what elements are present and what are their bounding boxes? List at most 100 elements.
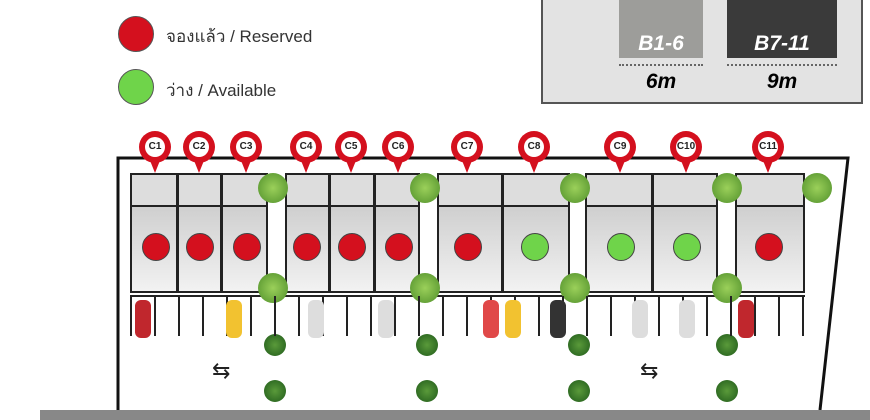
status-dot-reserved xyxy=(293,233,321,261)
shrub-icon xyxy=(716,334,738,356)
unit-pin-c6[interactable]: C6 xyxy=(382,131,414,175)
parking-stall-line xyxy=(250,296,252,336)
unit-c4[interactable] xyxy=(285,205,330,293)
unit-pin-c5[interactable]: C5 xyxy=(335,131,367,175)
parking-stall-line xyxy=(298,296,300,336)
tree-icon xyxy=(410,173,440,203)
pin-label: C10 xyxy=(676,137,696,157)
shrub-icon xyxy=(568,334,590,356)
tree-icon xyxy=(258,273,288,303)
status-dot-reserved xyxy=(454,233,482,261)
tree-icon xyxy=(802,173,832,203)
tree-icon xyxy=(712,273,742,303)
car-icon xyxy=(738,300,754,338)
available-legend-label: ว่าง / Available xyxy=(166,81,277,100)
parking-stall-line xyxy=(586,296,588,336)
parking-stall-line xyxy=(346,296,348,336)
tree-icon xyxy=(410,273,440,303)
reserved-legend-label: จองแล้ว / Reserved xyxy=(166,27,313,46)
parking-stall-line xyxy=(442,296,444,336)
shrub-icon xyxy=(716,380,738,402)
parking-stall-line xyxy=(778,296,780,336)
tree-icon xyxy=(560,273,590,303)
size-label-b7-11: B7-11 xyxy=(754,32,810,55)
unit-upper-floor xyxy=(329,173,375,207)
tree-icon xyxy=(560,173,590,203)
car-icon xyxy=(632,300,648,338)
unit-pin-c10[interactable]: C10 xyxy=(670,131,702,175)
parking-stall-line xyxy=(202,296,204,336)
reserved-legend-dot xyxy=(118,16,154,52)
pin-label: C11 xyxy=(758,137,778,157)
status-dot-available xyxy=(607,233,635,261)
pin-label: C4 xyxy=(296,137,316,157)
traffic-arrow: ⇆ xyxy=(212,358,231,383)
car-icon xyxy=(483,300,499,338)
parking-stall-line xyxy=(394,296,396,336)
status-dot-reserved xyxy=(755,233,783,261)
car-icon xyxy=(308,300,324,338)
status-dot-reserved xyxy=(233,233,261,261)
car-icon xyxy=(505,300,521,338)
unit-upper-floor xyxy=(285,173,330,207)
shrub-icon xyxy=(568,380,590,402)
parking-stall-line xyxy=(154,296,156,336)
parking-stall-line xyxy=(754,296,756,336)
shrub-icon xyxy=(264,380,286,402)
unit-pin-c1[interactable]: C1 xyxy=(139,131,171,175)
size-label-b1-6: B1-6 xyxy=(638,32,684,55)
unit-upper-floor xyxy=(652,173,718,207)
parking-stall-line xyxy=(178,296,180,336)
traffic-arrow: ⇆ xyxy=(640,358,659,383)
tree-icon xyxy=(712,173,742,203)
parking-stall-line xyxy=(706,296,708,336)
available-legend-dot xyxy=(118,69,154,105)
car-icon xyxy=(550,300,566,338)
parking-stall-line xyxy=(610,296,612,336)
status-dot-reserved xyxy=(385,233,413,261)
pin-label: C6 xyxy=(388,137,408,157)
status-dot-available xyxy=(673,233,701,261)
unit-pin-c9[interactable]: C9 xyxy=(604,131,636,175)
unit-pin-c8[interactable]: C8 xyxy=(518,131,550,175)
parking-stall-line xyxy=(274,296,276,336)
shrub-icon xyxy=(416,334,438,356)
size-width-9m: 9m xyxy=(727,64,837,94)
pin-label: C9 xyxy=(610,137,630,157)
shrub-icon xyxy=(416,380,438,402)
status-dot-available xyxy=(521,233,549,261)
unit-upper-floor xyxy=(437,173,503,207)
size-width-6m: 6m xyxy=(619,64,703,94)
pin-label: C8 xyxy=(524,137,544,157)
car-icon xyxy=(226,300,242,338)
unit-pin-c7[interactable]: C7 xyxy=(451,131,483,175)
pin-label: C5 xyxy=(341,137,361,157)
parking-stall-line xyxy=(130,296,132,336)
pin-label: C7 xyxy=(457,137,477,157)
car-icon xyxy=(378,300,394,338)
pin-label: C2 xyxy=(189,137,209,157)
parking-stall-line xyxy=(802,296,804,336)
parking-stall-line xyxy=(658,296,660,336)
car-icon xyxy=(135,300,151,338)
tree-icon xyxy=(258,173,288,203)
status-dot-reserved xyxy=(186,233,214,261)
parking-stall-line xyxy=(730,296,732,336)
pin-label: C1 xyxy=(145,137,165,157)
unit-upper-floor xyxy=(177,173,222,207)
unit-size-legend: B1-6 B7-11 6m 9m xyxy=(541,0,863,104)
unit-pin-c2[interactable]: C2 xyxy=(183,131,215,175)
unit-pin-c11[interactable]: C11 xyxy=(752,131,784,175)
unit-upper-floor xyxy=(735,173,805,207)
parking-stall-line xyxy=(370,296,372,336)
status-dot-reserved xyxy=(142,233,170,261)
pin-label: C3 xyxy=(236,137,256,157)
parking-stall-line xyxy=(538,296,540,336)
unit-pin-c3[interactable]: C3 xyxy=(230,131,262,175)
unit-upper-floor xyxy=(585,173,653,207)
unit-pin-c4[interactable]: C4 xyxy=(290,131,322,175)
shrub-icon xyxy=(264,334,286,356)
car-icon xyxy=(679,300,695,338)
unit-upper-floor xyxy=(130,173,178,207)
status-dot-reserved xyxy=(338,233,366,261)
